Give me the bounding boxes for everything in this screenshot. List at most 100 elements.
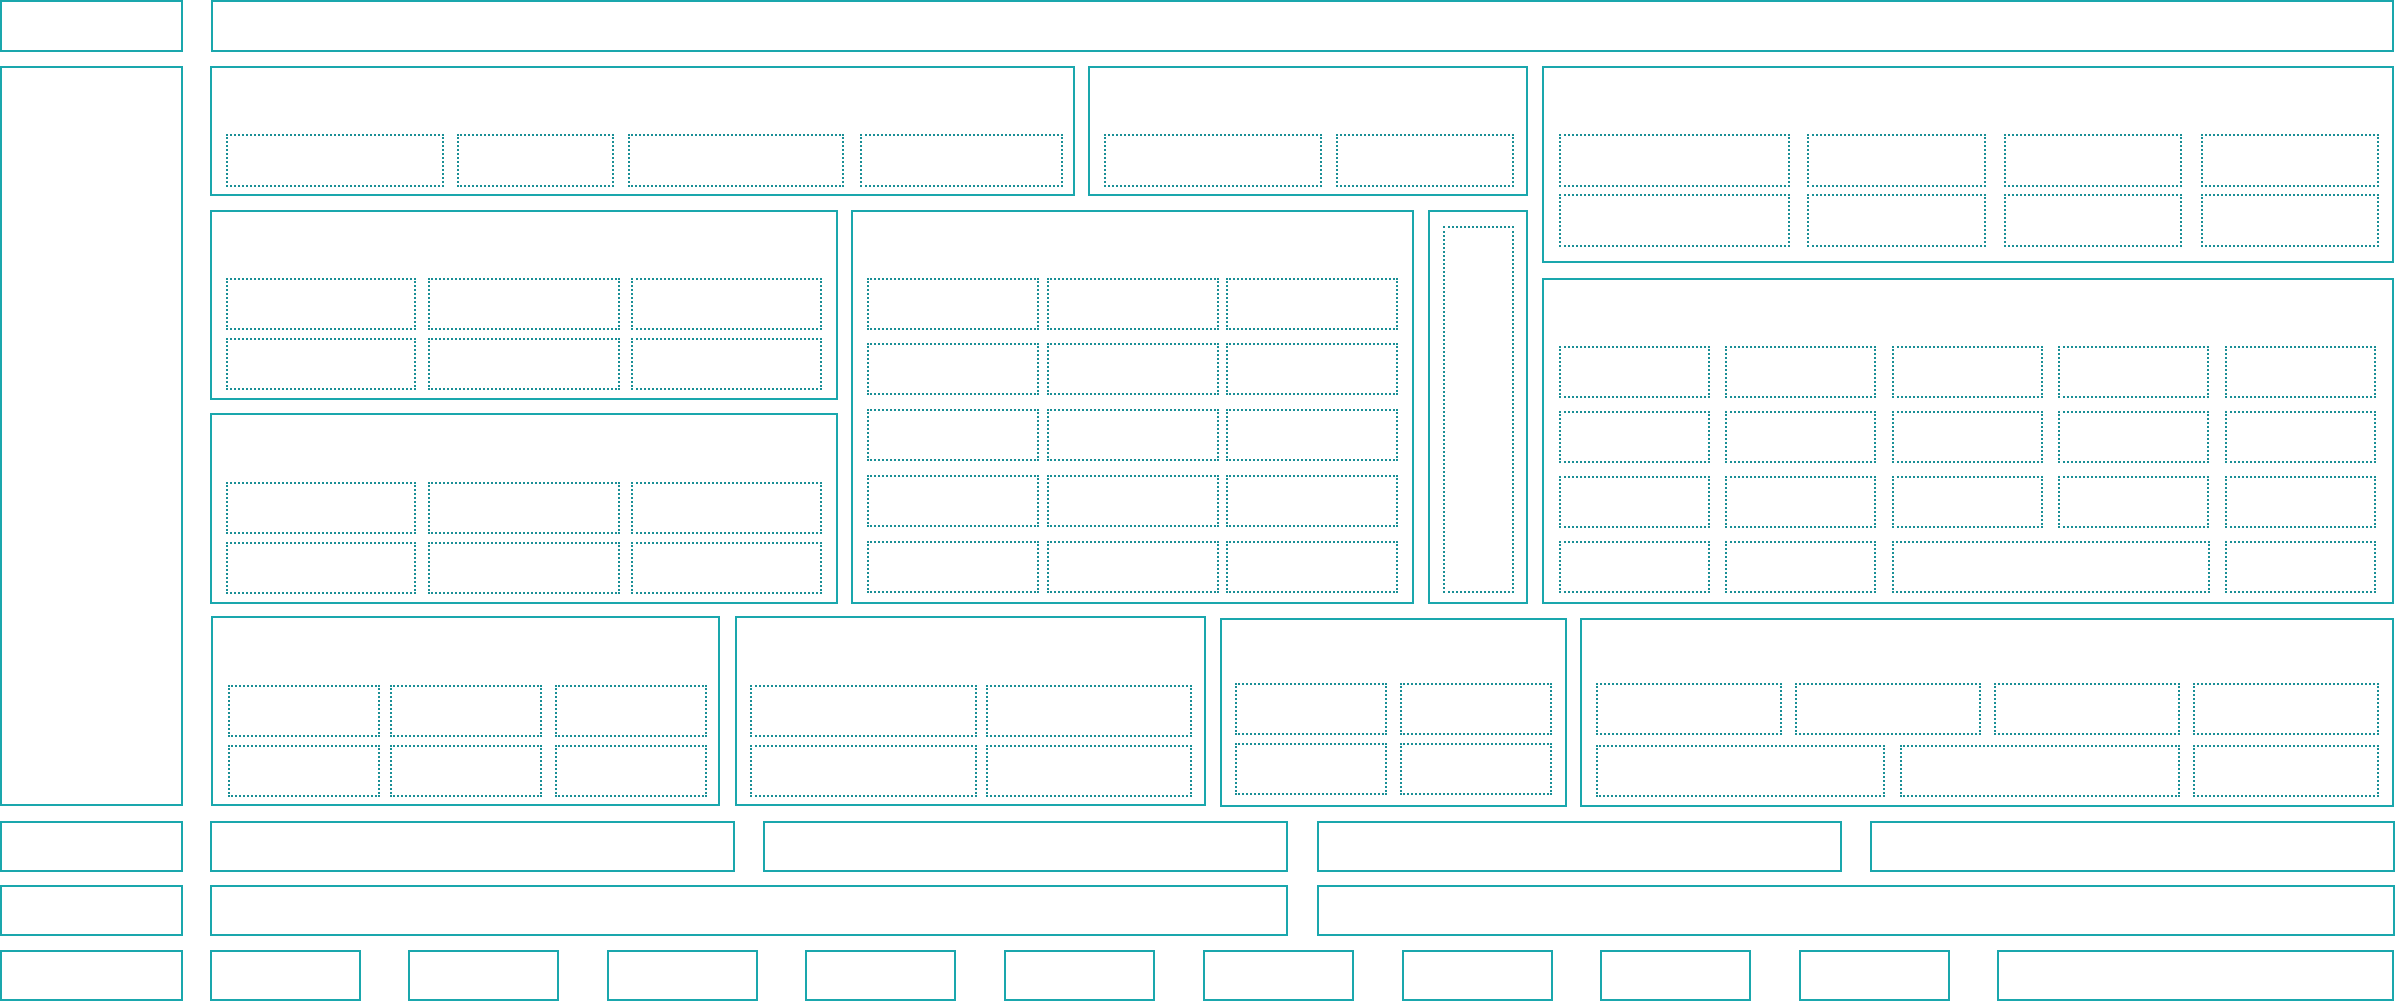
panel-f-cell: [1226, 541, 1398, 593]
panel-h-cell: [2225, 476, 2376, 528]
panel-h-cell: [1559, 346, 1710, 398]
panel-f: [851, 210, 1414, 604]
panel-f-cell: [1047, 541, 1219, 593]
panel-b-cell: [1336, 134, 1514, 187]
panel-i-cell: [390, 685, 542, 737]
panel-i-cell: [555, 745, 707, 797]
panel-c-cell: [1559, 134, 1790, 187]
panel-l-cell: [2193, 683, 2379, 735]
panel-f-cell: [1226, 343, 1398, 395]
panel-j: [735, 616, 1206, 806]
panel-c-cell: [1559, 194, 1790, 247]
panel-a-cell: [457, 134, 614, 187]
panel-i-cell: [228, 745, 380, 797]
panel-d-cell: [428, 278, 620, 330]
panel-e-cell: [226, 482, 416, 534]
top-header-bar: [211, 0, 2394, 52]
panel-h-cell: [1559, 411, 1710, 463]
panel-h-cell: [1725, 476, 1876, 528]
panel-h-cell: [1725, 541, 1876, 593]
panel-l-cell: [1596, 683, 1782, 735]
panel-a-cell: [860, 134, 1063, 187]
panel-k-cell: [1235, 683, 1387, 735]
panel-f-cell: [867, 343, 1039, 395]
top-left-box: [0, 0, 183, 52]
panel-d-cell: [631, 338, 822, 390]
bottom-row2-box: [210, 885, 1288, 936]
panel-l-cell: [1900, 745, 2180, 797]
left-sidebar: [0, 66, 183, 806]
panel-c-cell: [1807, 134, 1986, 187]
bottom-row3-box: [1799, 950, 1950, 1001]
panel-e: [210, 413, 838, 604]
panel-k-cell: [1235, 743, 1387, 795]
panel-i-cell: [228, 685, 380, 737]
bottom-row3-left-box: [0, 950, 183, 1001]
panel-h-cell: [1725, 411, 1876, 463]
panel-h-cell: [1892, 346, 2043, 398]
panel-f-cell: [1047, 409, 1219, 461]
panel-l-cell: [1994, 683, 2180, 735]
panel-c: [1542, 66, 2394, 263]
panel-f-cell: [1047, 278, 1219, 330]
panel-j-cell: [750, 685, 977, 737]
panel-h-cell: [2058, 411, 2209, 463]
panel-e-cell: [226, 542, 416, 594]
panel-j-cell: [750, 745, 977, 797]
bottom-row3-box: [1004, 950, 1155, 1001]
panel-f-cell: [1226, 278, 1398, 330]
panel-b-cell: [1104, 134, 1322, 187]
panel-h-cell: [2058, 476, 2209, 528]
panel-h-cell: [2225, 346, 2376, 398]
panel-f-cell: [867, 278, 1039, 330]
panel-c-cell: [2004, 134, 2182, 187]
panel-h-cell: [2225, 541, 2376, 593]
panel-e-cell: [428, 482, 620, 534]
panel-g-cell: [1443, 226, 1514, 593]
panel-d: [210, 210, 838, 400]
panel-j-cell: [986, 685, 1192, 737]
bottom-row3-box: [210, 950, 361, 1001]
bottom-row3-box: [1402, 950, 1553, 1001]
panel-d-cell: [631, 278, 822, 330]
panel-j-cell: [986, 745, 1192, 797]
bottom-row3-box: [408, 950, 559, 1001]
panel-a-cell: [226, 134, 444, 187]
panel-a: [210, 66, 1075, 196]
panel-f-cell: [1047, 475, 1219, 527]
panel-k-cell: [1400, 683, 1552, 735]
bottom-row2-box: [1317, 885, 2395, 936]
panel-f-cell: [1047, 343, 1219, 395]
panel-d-cell: [428, 338, 620, 390]
panel-l-cell: [1596, 745, 1885, 797]
panel-g: [1428, 210, 1528, 604]
panel-d-cell: [226, 278, 416, 330]
bottom-row1-box: [1317, 821, 1842, 872]
panel-i-cell: [390, 745, 542, 797]
panel-l-cell: [1795, 683, 1981, 735]
panel-h-cell: [1725, 346, 1876, 398]
panel-f-cell: [867, 409, 1039, 461]
panel-e-cell: [631, 542, 822, 594]
panel-c-cell: [2201, 134, 2379, 187]
bottom-row1-box: [763, 821, 1288, 872]
bottom-row3-box: [805, 950, 956, 1001]
panel-e-cell: [428, 542, 620, 594]
panel-h-cell: [1559, 541, 1710, 593]
panel-h-cell: [2225, 411, 2376, 463]
bottom-row1-box: [1870, 821, 2395, 872]
panel-f-cell: [867, 475, 1039, 527]
panel-c-cell: [2201, 194, 2379, 247]
panel-h: [1542, 278, 2394, 604]
panel-i: [211, 616, 720, 806]
bottom-row3-box: [1600, 950, 1751, 1001]
bottom-row3-box: [607, 950, 758, 1001]
panel-k-cell: [1400, 743, 1552, 795]
panel-e-cell: [631, 482, 822, 534]
panel-k: [1220, 618, 1567, 807]
bottom-row1-left-box: [0, 821, 183, 872]
panel-c-cell: [2004, 194, 2182, 247]
panel-d-cell: [226, 338, 416, 390]
panel-l-cell: [2193, 745, 2379, 797]
bottom-row3-box: [1203, 950, 1354, 1001]
